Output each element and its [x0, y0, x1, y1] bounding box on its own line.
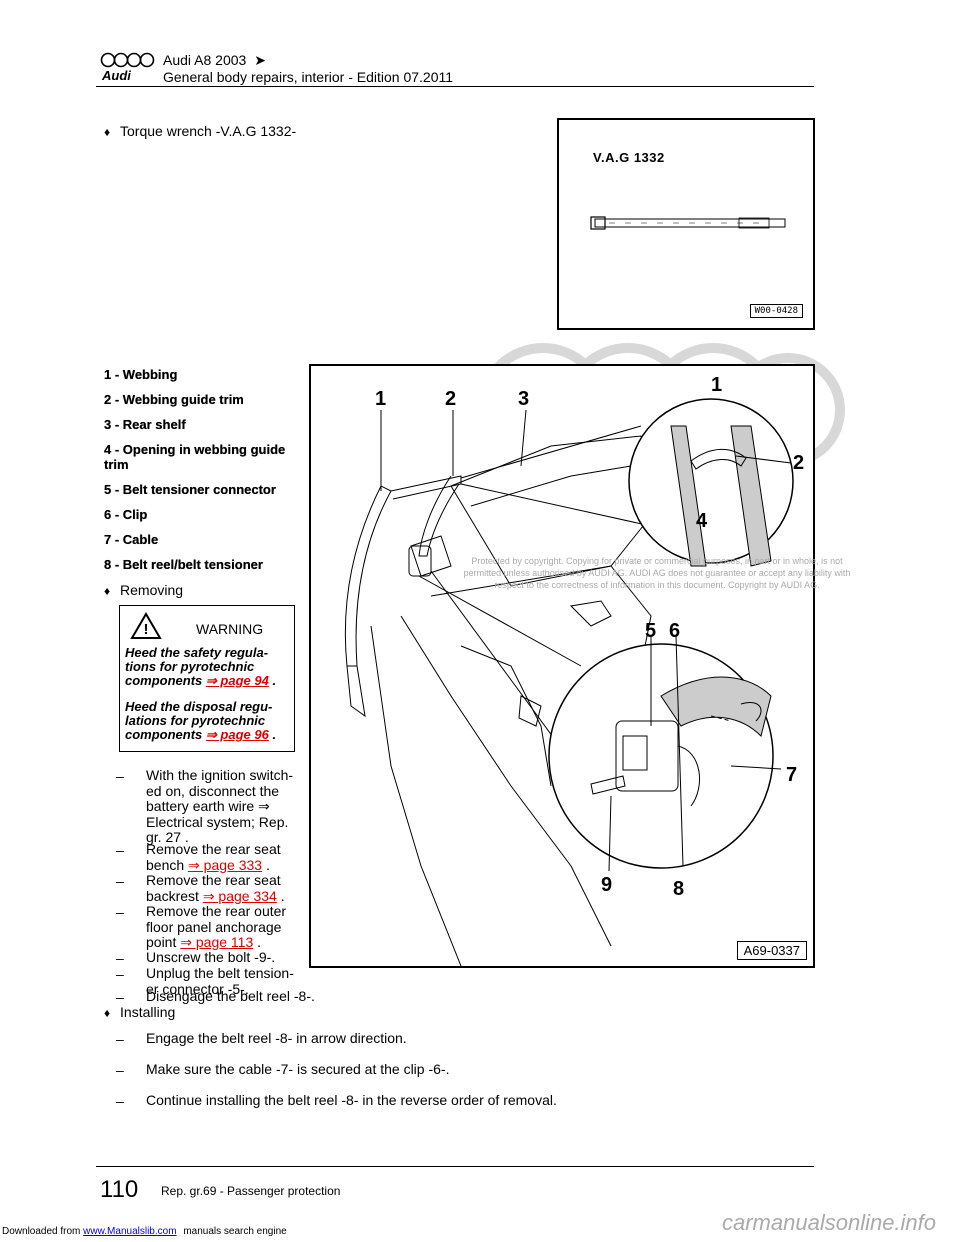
- page-94-link[interactable]: ⇒ page 94: [205, 673, 269, 688]
- removing-heading: ♦ Removing: [104, 582, 184, 600]
- tool-figure-label: V.A.G 1332: [593, 150, 665, 165]
- step-item: Remove the rear outer floor panel anchor…: [146, 903, 296, 951]
- step-dash: –: [116, 873, 124, 889]
- step-dash: –: [116, 1062, 124, 1078]
- step-dash: –: [116, 842, 124, 858]
- step-text: Remove the rear seat bench: [146, 841, 281, 873]
- callout-label: 1: [375, 388, 387, 410]
- copyright-watermark: Protected by copyright. Copying for priv…: [463, 556, 851, 590]
- step-text: With the ignition switch-ed on, disconne…: [146, 767, 294, 845]
- diamond-bullet-icon: ♦: [104, 1006, 111, 1020]
- step-end: .: [280, 887, 285, 904]
- carmanuals-watermark: carmanualsonline.info: [722, 1210, 937, 1235]
- legend-item: 7 - Cable: [104, 532, 159, 547]
- warning-text-2: Heed the disposal regu-lations for pyrot…: [125, 699, 273, 742]
- step-end: .: [257, 934, 262, 950]
- step-dash: –: [116, 966, 124, 982]
- step-text: Remove the rear seat backrest: [146, 872, 281, 904]
- figure-code: A69-0337: [736, 941, 807, 960]
- step-text: Continue installing the belt reel -8- in…: [146, 1092, 557, 1108]
- tool-bullet: ♦ Torque wrench -V.A.G 1332-: [104, 123, 297, 141]
- header-divider: [96, 86, 814, 87]
- step-text: Unscrew the bolt -9-.: [146, 949, 276, 965]
- legend-item: 1 - Webbing: [104, 367, 178, 382]
- tool-figure: V.A.G 1332 W00-0428: [557, 118, 815, 330]
- download-notice: Downloaded from www.Manualslib.com manua…: [2, 1226, 287, 1237]
- step-dash: –: [116, 1031, 124, 1047]
- legend-item: 4 - Opening in webbing guide trim: [104, 442, 286, 472]
- page-333-link[interactable]: ⇒ page 333: [188, 856, 263, 873]
- step-dash: –: [116, 950, 124, 966]
- page-334-link[interactable]: ⇒ page 334: [202, 887, 277, 904]
- download-prefix: Downloaded from: [2, 1226, 81, 1237]
- callout-label: 9: [601, 874, 613, 896]
- callout-label: 5: [645, 620, 657, 642]
- legend-item: 3 - Rear shelf: [104, 417, 186, 432]
- callout-label: 3: [518, 388, 530, 410]
- step-dash: –: [116, 768, 124, 784]
- warning-title: WARNING: [196, 621, 264, 637]
- callout-label: 4: [696, 510, 708, 532]
- removing-text: Removing: [120, 582, 184, 598]
- header-model: Audi A8 2003: [163, 52, 247, 68]
- warning-text-1: Heed the safety regula-tions for pyrotec…: [125, 645, 269, 688]
- legend-item: 5 - Belt tensioner connector: [104, 482, 276, 497]
- callout-label: 2: [445, 388, 457, 410]
- installing-heading: ♦ Installing: [104, 1004, 176, 1022]
- svg-text:!: !: [144, 621, 149, 638]
- diamond-bullet-icon: ♦: [104, 125, 111, 139]
- warning-end-1: .: [272, 673, 277, 688]
- warning-box: ! WARNING Heed the safety regula-tions f…: [119, 605, 295, 752]
- step-item: Remove the rear seat backrest ⇒ page 334…: [146, 872, 296, 904]
- section-title: Rep. gr.69 - Passenger protection: [161, 1184, 341, 1198]
- audi-rings-logo: [100, 52, 155, 68]
- step-dash: –: [116, 904, 124, 920]
- page-96-link[interactable]: ⇒ page 96: [205, 727, 269, 742]
- warning-triangle-icon: !: [130, 612, 162, 639]
- tool-text: Torque wrench -V.A.G 1332-: [120, 123, 297, 139]
- legend-item: 8 - Belt reel/belt tensioner: [104, 557, 263, 572]
- step-end: .: [265, 856, 270, 873]
- step-dash: –: [116, 989, 124, 1005]
- belt-reel-illustration: [344, 398, 794, 966]
- belt-reel-figure: 1 2 3 1 2 4 5 6 7 9 8 A69-0337: [309, 364, 815, 968]
- page-113-link[interactable]: ⇒ page 113: [180, 934, 254, 950]
- header-subtitle: General body repairs, interior - Edition…: [163, 69, 454, 85]
- step-text: Engage the belt reel -8- in arrow direct…: [146, 1030, 407, 1046]
- page-number: 110: [100, 1176, 139, 1203]
- legend-item: 6 - Clip: [104, 507, 148, 522]
- warning-paragraph-1: Heed the safety regula-tions for pyrotec…: [125, 646, 290, 688]
- step-text: Remove the rear outer floor panel anchor…: [146, 903, 287, 950]
- download-suffix: manuals search engine: [183, 1226, 287, 1237]
- step-text: Make sure the cable -7- is secured at th…: [146, 1061, 450, 1077]
- step-item: Remove the rear seat bench ⇒ page 333 .: [146, 841, 296, 873]
- callout-label: 6: [669, 620, 681, 642]
- callout-label: 7: [786, 764, 798, 786]
- step-text: Disengage the belt reel -8-.: [146, 988, 315, 1004]
- installing-text: Installing: [120, 1004, 176, 1020]
- diamond-bullet-icon: ♦: [104, 584, 111, 598]
- header-arrow-icon[interactable]: ➤: [254, 52, 266, 68]
- callout-label: 8: [673, 878, 685, 900]
- step-dash: –: [116, 1093, 124, 1109]
- torque-wrench-drawing: [590, 216, 786, 230]
- footer-divider: [96, 1166, 814, 1167]
- warning-paragraph-2: Heed the disposal regu-lations for pyrot…: [125, 700, 290, 742]
- warning-end-2: .: [272, 727, 277, 742]
- legend-item: 2 - Webbing guide trim: [104, 392, 244, 407]
- audi-wordmark: Audi: [102, 68, 131, 83]
- manualslib-link[interactable]: www.Manualslib.com: [83, 1226, 177, 1237]
- step-text: Unplug the belt tension-er connector -5-…: [146, 965, 294, 997]
- callout-label: 2: [793, 452, 805, 474]
- tool-figure-code: W00-0428: [749, 304, 803, 318]
- callout-label: 1: [711, 374, 723, 396]
